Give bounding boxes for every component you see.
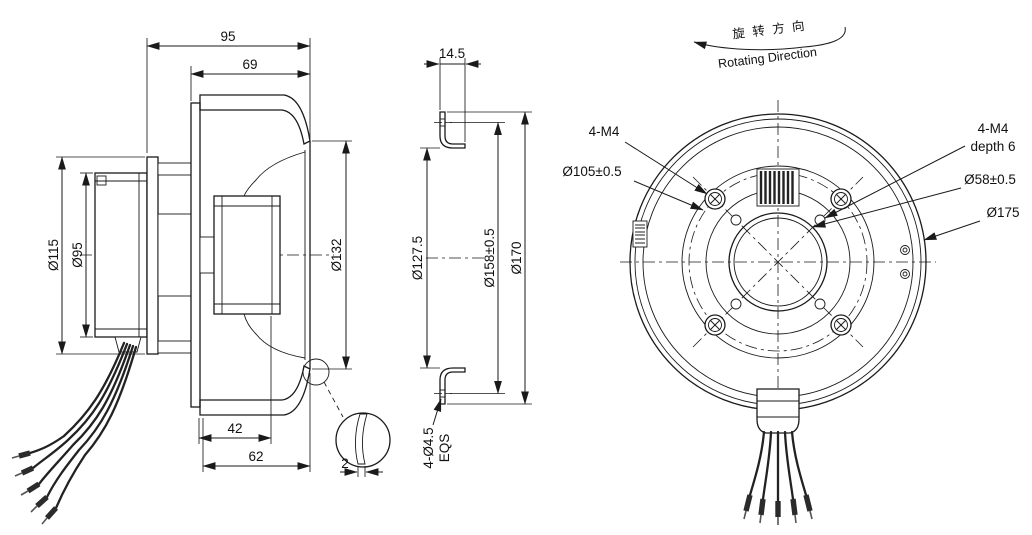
dimension-d95: Ø95 (70, 172, 93, 338)
dim-flange-text: Ø115 (46, 239, 61, 271)
wire (45, 344, 135, 499)
bell-curve-top (243, 151, 306, 197)
mounting-screws (704, 188, 852, 336)
blade-band-bottom (199, 365, 311, 416)
dim-inner-text: Ø127.5 (410, 236, 425, 280)
ring-hole-top (434, 118, 452, 127)
leader-screws: 4-M4 (589, 124, 708, 195)
front-view: 4-M4 Ø105±0.5 4-M4 depth 6 Ø58±0.5 Ø175 … (562, 18, 1020, 525)
dimension-69: 69 (190, 57, 311, 101)
dim-housing-text: 69 (242, 57, 257, 72)
leader-outer: Ø175 (923, 205, 1020, 241)
dimension-d132: Ø132 (312, 140, 352, 370)
dim-base-text: 62 (248, 449, 263, 464)
holes-note-text: EQS (437, 434, 452, 463)
impeller (190, 94, 311, 416)
dimension-42: 42 (198, 316, 272, 444)
side-wires (11, 341, 138, 525)
spacer-bottom (157, 340, 192, 354)
leader-bolt-circle: Ø105±0.5 (562, 164, 704, 211)
screw (704, 188, 726, 210)
tap-label: 4-M4 (978, 121, 1009, 136)
dim-bolt-text: Ø158±0.5 (482, 228, 497, 287)
holes-text: 4-Ø4.5 (421, 427, 436, 468)
flange-circle (681, 165, 875, 359)
label-sticker (632, 220, 648, 248)
side-view: 95 69 Ø115 Ø95 Ø132 42 (11, 29, 391, 525)
motor-boss (157, 213, 192, 297)
shaft (199, 236, 215, 274)
screws-label: 4-M4 (589, 124, 620, 139)
wire (28, 341, 126, 455)
dimension-62: 62 (202, 373, 311, 472)
dimension-95: 95 (146, 29, 311, 153)
tapped-hole (814, 214, 826, 226)
dimension-d158: Ø158±0.5 (447, 121, 505, 395)
wire-connectors (11, 450, 59, 525)
dim-inlet-text: Ø132 (329, 238, 344, 271)
rotating-direction-zh: 旋 转 方 向 (732, 18, 808, 42)
motor-outline (94, 172, 148, 338)
holes-callout: 4-Ø4.5 EQS (421, 398, 452, 469)
dim-overall-text: 95 (220, 29, 235, 44)
leader-boss: Ø58±0.5 (812, 172, 1016, 228)
blade-band-top (199, 94, 311, 145)
rotation-arrow (693, 26, 846, 51)
dimension-d127-5: Ø127.5 (410, 147, 440, 369)
boss-label: Ø58±0.5 (964, 172, 1016, 187)
boss-circle (728, 212, 828, 312)
outer-label: Ø175 (986, 205, 1019, 220)
dimension-2: 2 (340, 456, 383, 477)
wire (37, 343, 132, 486)
tapped-hole (730, 214, 742, 226)
dimension-14-5: 14.5 (424, 46, 481, 142)
wire-connectors (743, 494, 813, 525)
dimension-d115: Ø115 (46, 156, 145, 355)
mounting-plate (146, 156, 159, 355)
tapped-hole (814, 298, 826, 310)
tap-depth-label: depth 6 (970, 139, 1015, 154)
detail-sheet (355, 413, 368, 465)
ring-hole-bottom (434, 389, 452, 398)
dim-hub-text: 42 (227, 421, 242, 436)
ring-view: 14.5 Ø127.5 Ø158±0.5 Ø170 4-Ø4.5 EQS (410, 46, 532, 469)
front-wires (743, 430, 813, 525)
back-disc (190, 102, 201, 408)
boss-inner-circle (733, 217, 823, 307)
leader-tapped-holes: 4-M4 depth 6 (824, 121, 1016, 219)
dim-depth-text: 14.5 (439, 46, 465, 61)
dimension-d170: Ø170 (447, 111, 532, 405)
motor-corner-hatch (96, 175, 107, 186)
threaded-holes (730, 214, 826, 310)
dim-motor-text: Ø95 (70, 242, 85, 268)
wire (31, 342, 129, 470)
ring-section-top (439, 111, 466, 149)
hub-cylinder (213, 195, 281, 315)
wire (54, 345, 138, 510)
bell-curve-bottom (243, 313, 306, 359)
detail-callout: 2 (302, 358, 391, 477)
cable-gland (756, 388, 800, 434)
dim-sheet-text: 2 (341, 456, 349, 471)
ring-section-bottom (439, 367, 466, 405)
spacer-top (157, 162, 192, 176)
motor-body (94, 172, 148, 353)
detail-marker-circle (302, 358, 330, 386)
detail-link-line (323, 381, 344, 418)
dim-outer-text: Ø170 (509, 241, 524, 274)
screw (830, 314, 852, 336)
detail-circle (335, 412, 391, 468)
vent-grille (756, 168, 800, 207)
bolt-circle-label: Ø105±0.5 (562, 164, 621, 179)
rivets (900, 245, 910, 279)
rotating-direction: 旋 转 方 向 Rotating Direction (693, 18, 846, 71)
front-centerlines (620, 100, 936, 424)
tapped-hole (730, 298, 742, 310)
screw (830, 188, 852, 210)
screw (704, 314, 726, 336)
